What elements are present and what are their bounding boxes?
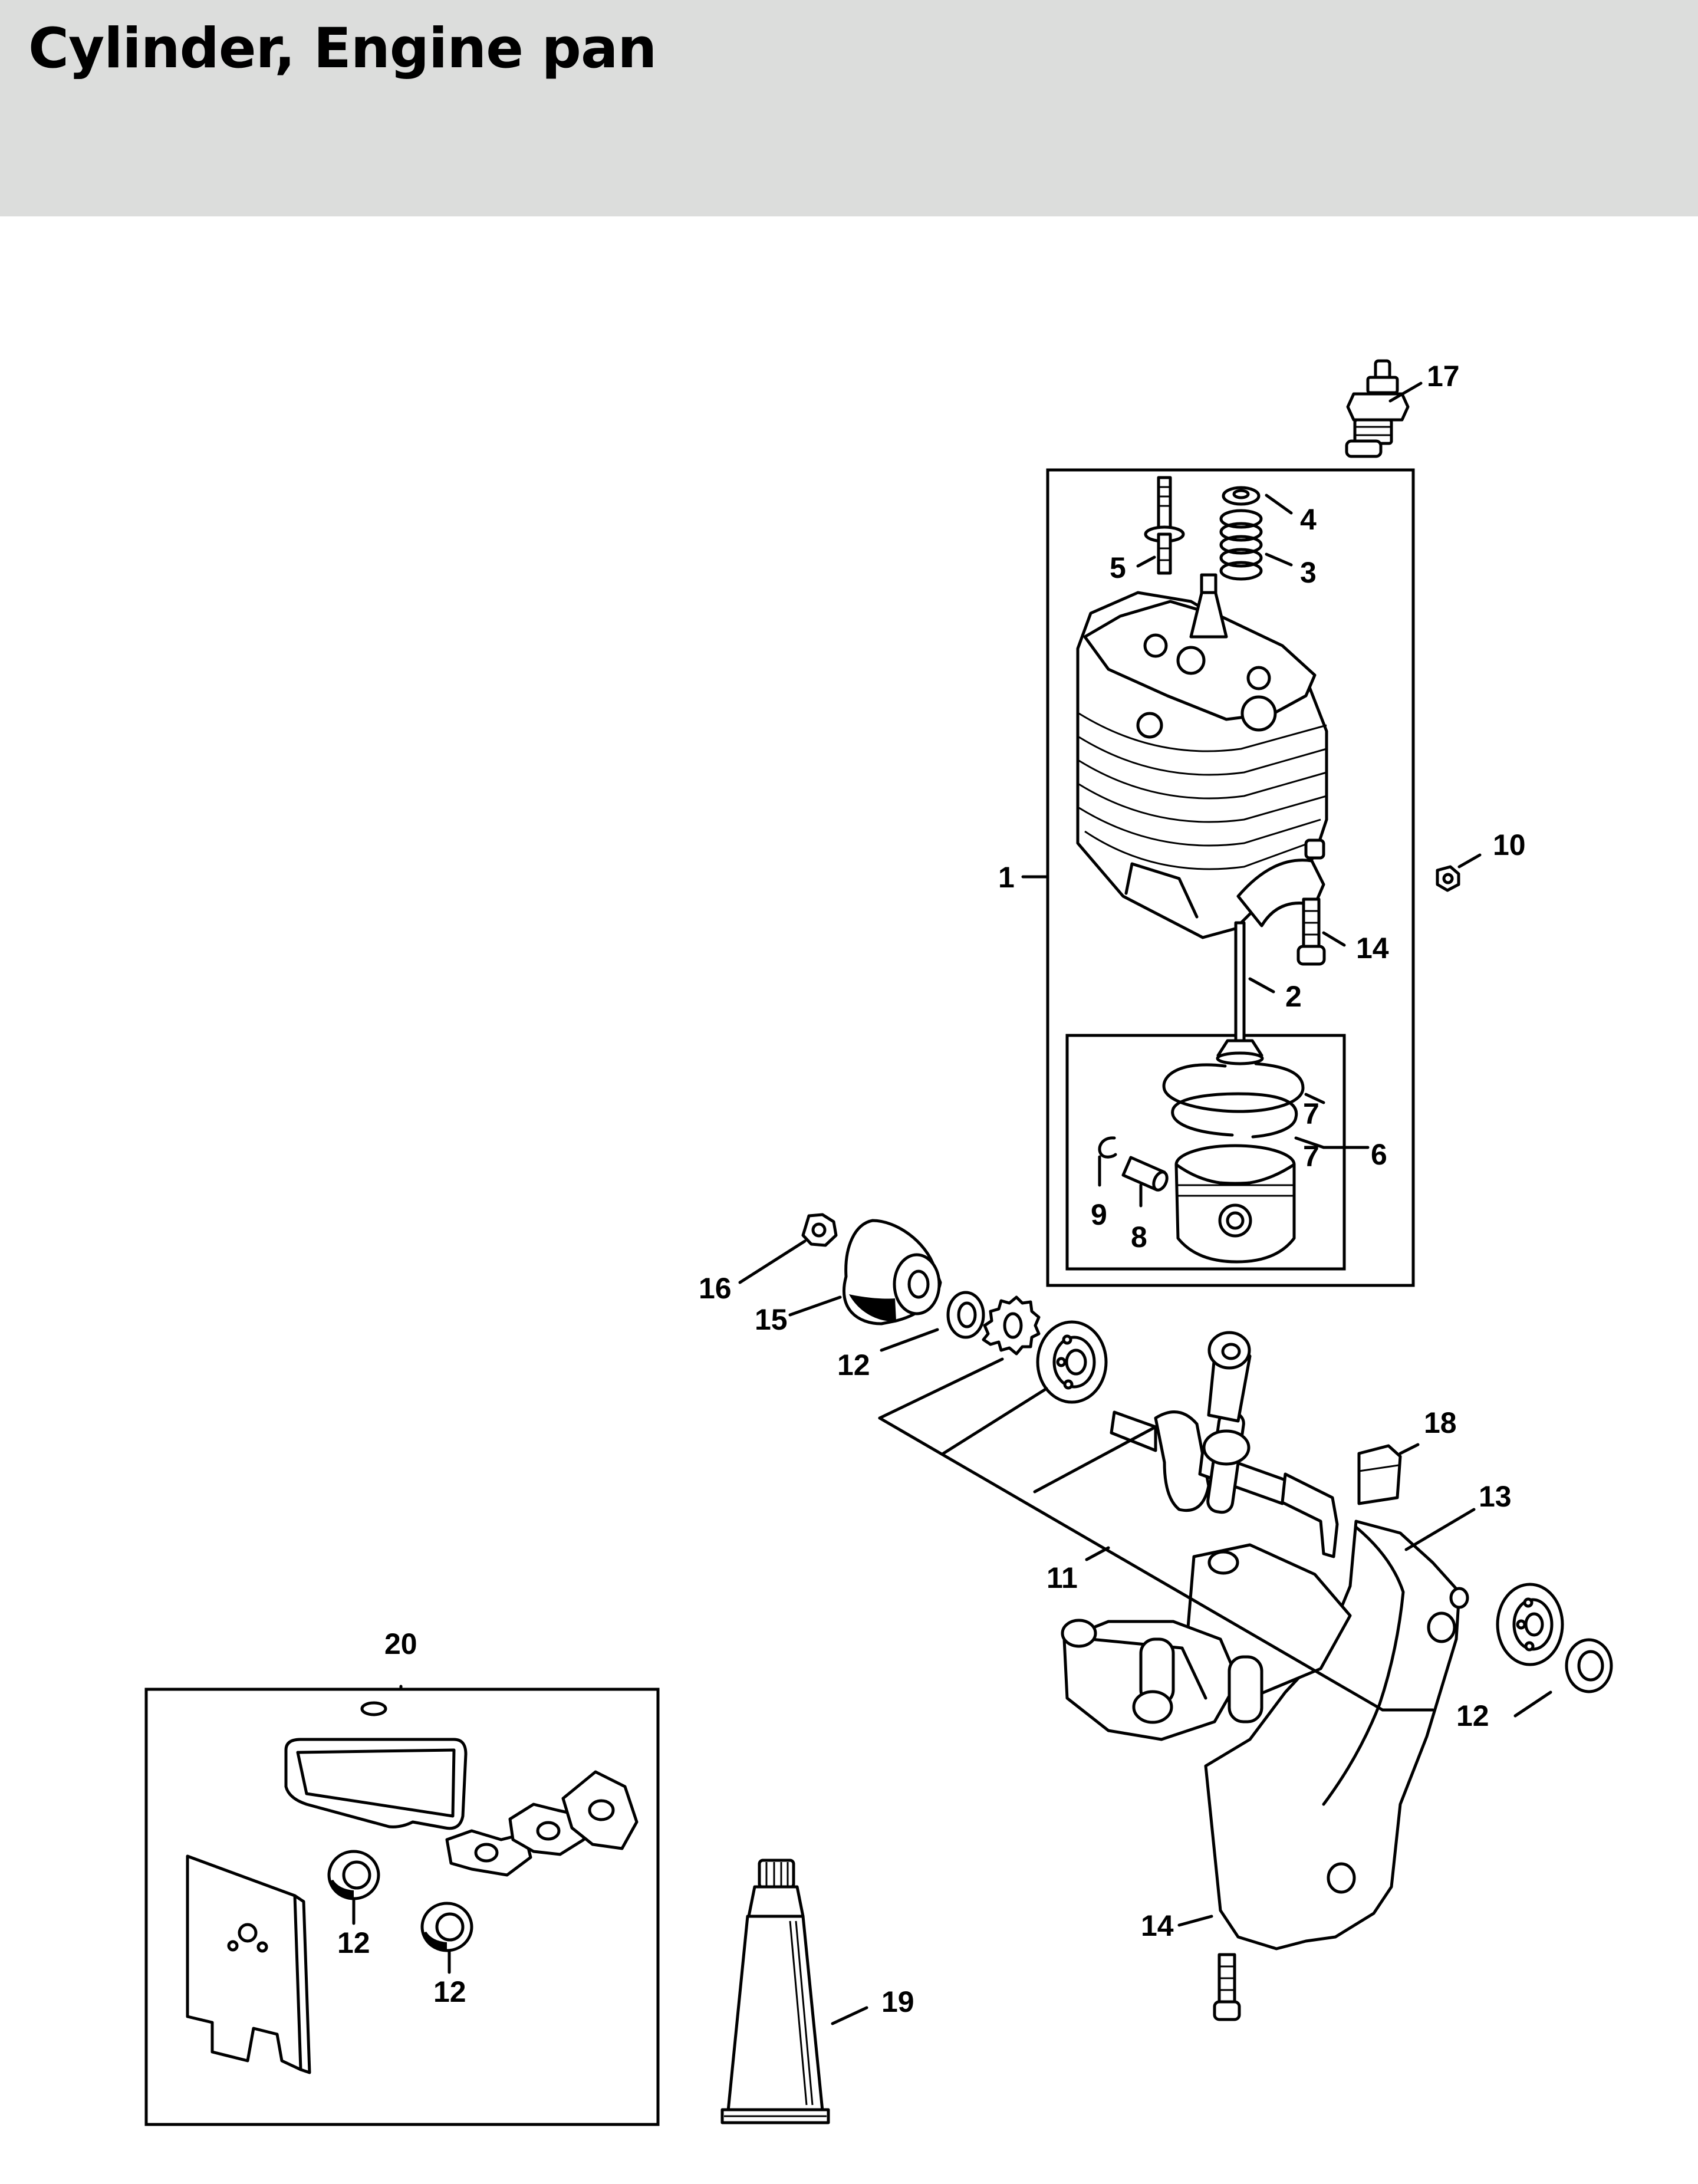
leader-lines bbox=[352, 381, 1552, 2025]
gear bbox=[982, 1295, 1041, 1356]
callout-15: 15 bbox=[755, 1303, 788, 1336]
callout-labels: 17 4 5 3 1 10 14 2 7 7 6 9 8 16 15 12 18… bbox=[337, 360, 1526, 2018]
callout-19: 19 bbox=[881, 1985, 914, 2018]
callout-7-lower: 7 bbox=[1303, 1140, 1319, 1173]
clip bbox=[1357, 1444, 1402, 1505]
oil-seal bbox=[1565, 1638, 1613, 1693]
cylinder bbox=[1076, 573, 1328, 939]
ball-bearing bbox=[1496, 1583, 1564, 1666]
ball-bearing bbox=[1036, 1320, 1108, 1404]
circlip bbox=[1098, 1136, 1117, 1159]
stud bbox=[1144, 476, 1185, 575]
piston bbox=[1174, 1144, 1296, 1264]
callout-3: 3 bbox=[1300, 556, 1317, 589]
nut bbox=[801, 1213, 838, 1247]
piston-assembly-box bbox=[1065, 1034, 1346, 1271]
page-title: Cylinder, Engine pan bbox=[28, 17, 657, 81]
callout-12-right: 12 bbox=[1456, 1699, 1489, 1732]
callout-12-seal-a: 12 bbox=[337, 1926, 370, 1959]
callout-11: 11 bbox=[1047, 1561, 1078, 1594]
callout-12-upper: 12 bbox=[837, 1348, 870, 1382]
grease-tube bbox=[720, 1859, 830, 2124]
spring-retainer bbox=[1222, 486, 1261, 506]
exploded-parts-diagram: 17 4 5 3 1 10 14 2 7 7 6 9 8 16 15 12 18… bbox=[144, 359, 1613, 2126]
oil-seal bbox=[420, 1902, 473, 1952]
crankcase bbox=[1061, 1519, 1469, 1951]
callout-14-lower: 14 bbox=[1141, 1909, 1174, 1942]
callout-18: 18 bbox=[1424, 1406, 1457, 1439]
callout-6: 6 bbox=[1371, 1138, 1387, 1171]
callout-5: 5 bbox=[1110, 551, 1126, 584]
callout-1: 1 bbox=[998, 861, 1015, 894]
flywheel bbox=[842, 1219, 942, 1325]
callout-20: 20 bbox=[384, 1627, 417, 1660]
screw bbox=[1213, 1953, 1241, 2021]
callout-2: 2 bbox=[1285, 980, 1302, 1013]
screw bbox=[1296, 897, 1326, 966]
callout-8: 8 bbox=[1131, 1221, 1147, 1254]
callout-7-upper: 7 bbox=[1303, 1097, 1319, 1130]
spark-plug bbox=[1345, 359, 1410, 458]
valve bbox=[1216, 921, 1264, 1065]
callout-4: 4 bbox=[1300, 503, 1317, 536]
page-header: Cylinder, Engine pan bbox=[0, 0, 1698, 216]
callout-10: 10 bbox=[1493, 828, 1526, 861]
callout-16: 16 bbox=[699, 1272, 732, 1305]
ball-bearing bbox=[946, 1291, 985, 1339]
callout-12-seal-b: 12 bbox=[433, 1975, 466, 2008]
callout-9: 9 bbox=[1091, 1198, 1107, 1231]
oil-seal bbox=[327, 1850, 380, 1900]
callout-14-upper: 14 bbox=[1356, 932, 1389, 965]
valve-spring bbox=[1219, 509, 1263, 581]
crankshaft bbox=[1110, 1331, 1339, 1558]
callout-13: 13 bbox=[1479, 1480, 1512, 1513]
gasket-set bbox=[186, 1701, 639, 2074]
piston-ring bbox=[1162, 1062, 1305, 1139]
piston-pin bbox=[1121, 1156, 1169, 1192]
nut bbox=[1436, 865, 1460, 892]
callout-17: 17 bbox=[1427, 360, 1460, 393]
